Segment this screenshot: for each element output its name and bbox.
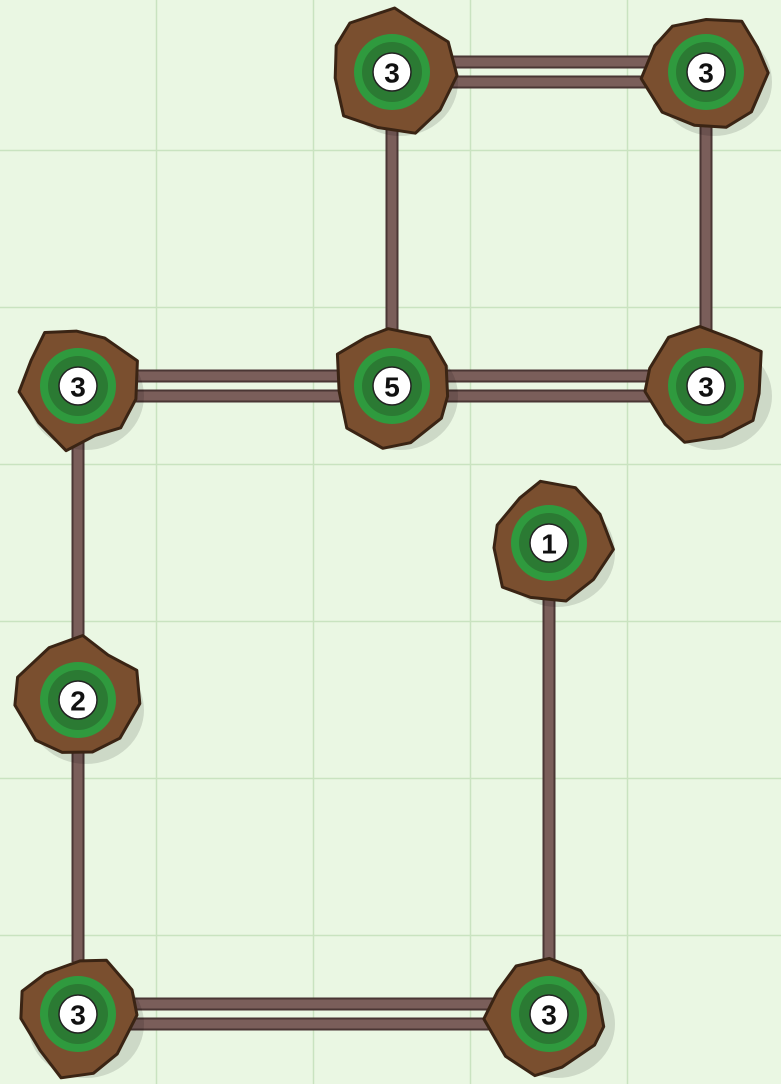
island-i-r6c0[interactable]: 3 xyxy=(21,960,144,1078)
double-bridge[interactable] xyxy=(444,62,654,82)
island-i-r2c4[interactable]: 3 xyxy=(645,327,772,451)
island-i-r3c3[interactable]: 1 xyxy=(494,481,615,607)
island-number-label: 5 xyxy=(384,372,400,403)
island-number-label: 3 xyxy=(698,58,714,89)
island-number-label: 3 xyxy=(384,58,400,89)
island-i-r2c0[interactable]: 3 xyxy=(19,331,144,451)
island-number-label: 3 xyxy=(70,372,86,403)
island-i-r0c4[interactable]: 3 xyxy=(641,20,772,137)
island-i-r6c3[interactable]: 3 xyxy=(484,958,615,1078)
double-bridge[interactable] xyxy=(130,376,340,396)
island-number-label: 3 xyxy=(541,1000,557,1031)
double-bridge[interactable] xyxy=(444,376,654,396)
island-number-label: 1 xyxy=(541,529,557,560)
island-number-label: 3 xyxy=(698,372,714,403)
island-i-r2c2[interactable]: 5 xyxy=(337,329,458,450)
island-i-r4c0[interactable]: 2 xyxy=(15,636,144,765)
island-number-label: 2 xyxy=(70,686,86,717)
island-i-r0c2[interactable]: 3 xyxy=(335,8,458,136)
island-number-label: 3 xyxy=(70,1000,86,1031)
